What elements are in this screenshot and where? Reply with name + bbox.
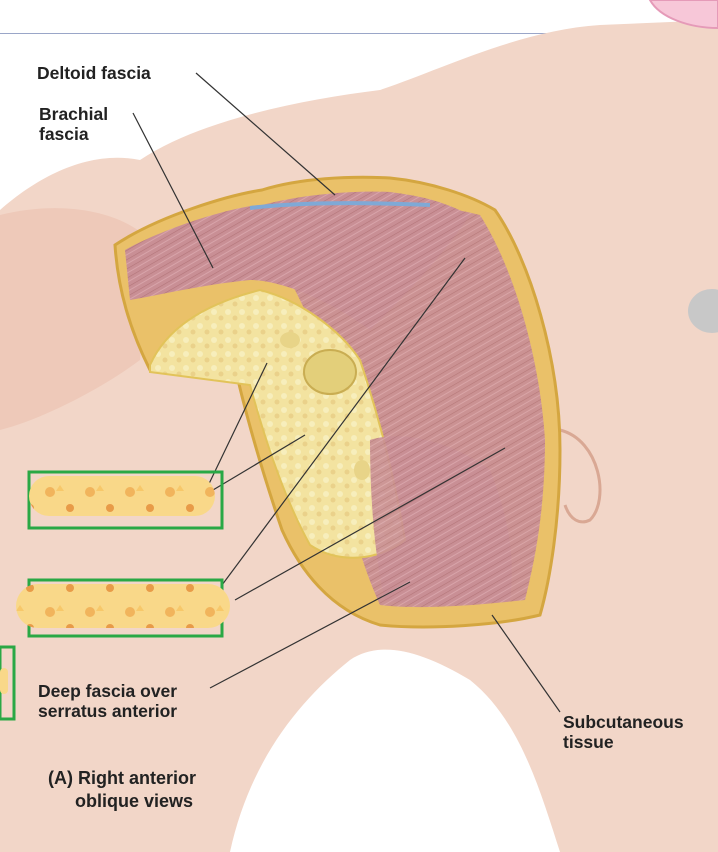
serratus-region — [370, 436, 512, 605]
caption-line-1: (A) Right anterior — [48, 768, 196, 788]
lymph-node — [303, 349, 357, 395]
side-scroll-knob — [688, 289, 718, 333]
arm-skin — [0, 208, 150, 430]
caption-line-2: oblique views — [75, 791, 194, 811]
hidden-label-box-1 — [27, 470, 224, 530]
clavicle-line — [249, 201, 431, 210]
label-deltoid-fascia: Deltoid fascia — [37, 63, 151, 83]
leader-lines — [132, 72, 561, 713]
label-subcutaneous-tissue: Subcutaneous tissue — [563, 712, 684, 752]
breast-contour — [559, 428, 602, 524]
hidden-label-box-2 — [16, 578, 230, 638]
hidden-label-box-3-partial — [0, 645, 16, 721]
label-brachial-fascia: Brachial fascia — [39, 104, 109, 144]
label-deep-fascia-serratus: Deep fascia over serratus anterior — [38, 681, 178, 721]
top-frame-bar — [0, 0, 718, 34]
